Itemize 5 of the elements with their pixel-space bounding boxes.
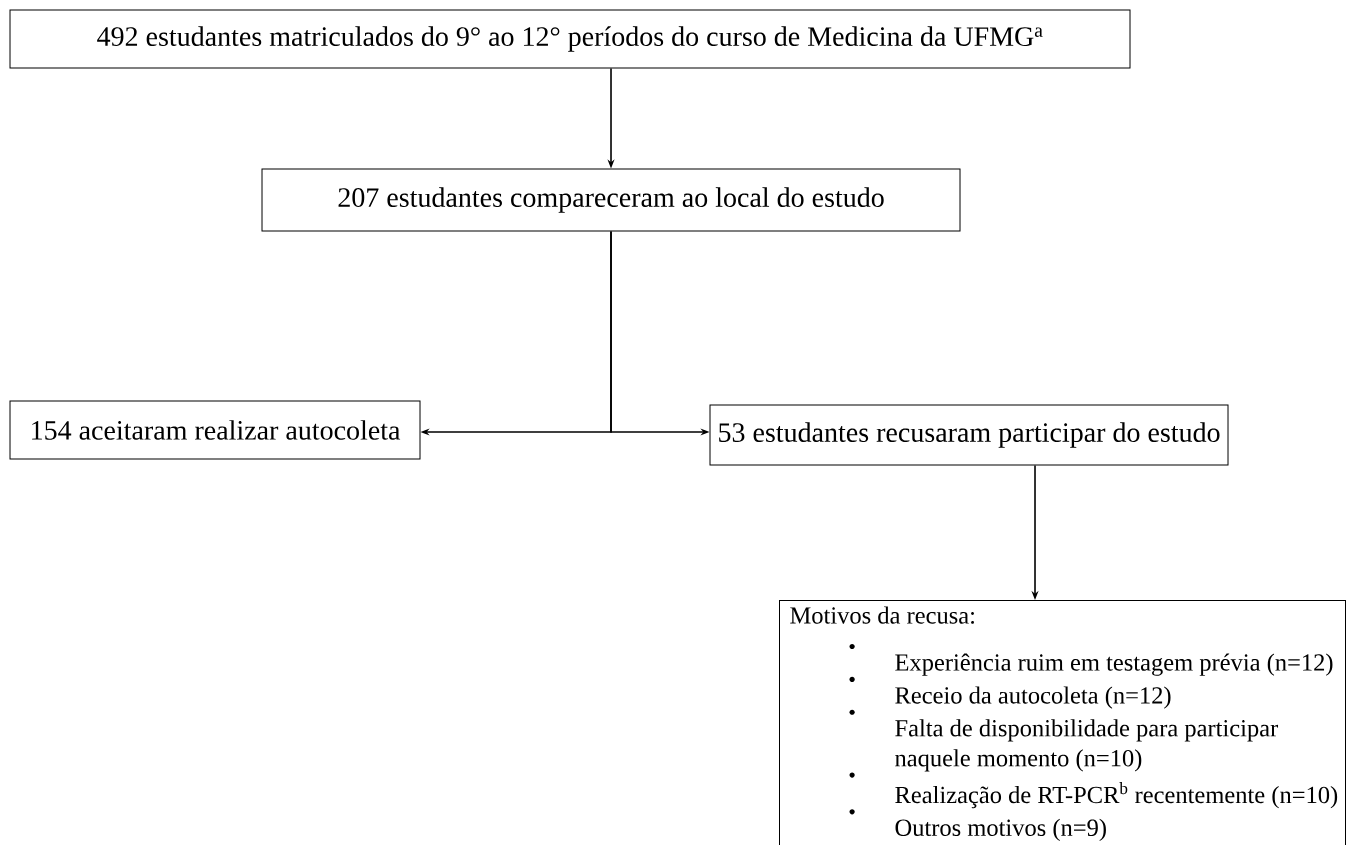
process-box: 492 estudantes matriculados do 9° ao 12° períodos do curso de Medicina da UFMG$^{a}$: [9, 9, 1131, 69]
reasons-box: Motivos da recusa: Experiência ruim em testagem prévia (n=12) Receio da autocoleta (n=12) Falta de disponibilidade para participar naquele momento (n=10) Realização de RT-PCR$^{b}$ recentemente (n=10) Outros motivos (n=9): [779, 600, 1346, 845]
process-box: 207 estudantes compareceram ao local do estudo: [261, 168, 961, 232]
process-box: 53 estudantes recusaram participar do estudo: [709, 404, 1229, 466]
process-box: 154 aceitaram realizar autocoleta: [9, 400, 421, 460]
